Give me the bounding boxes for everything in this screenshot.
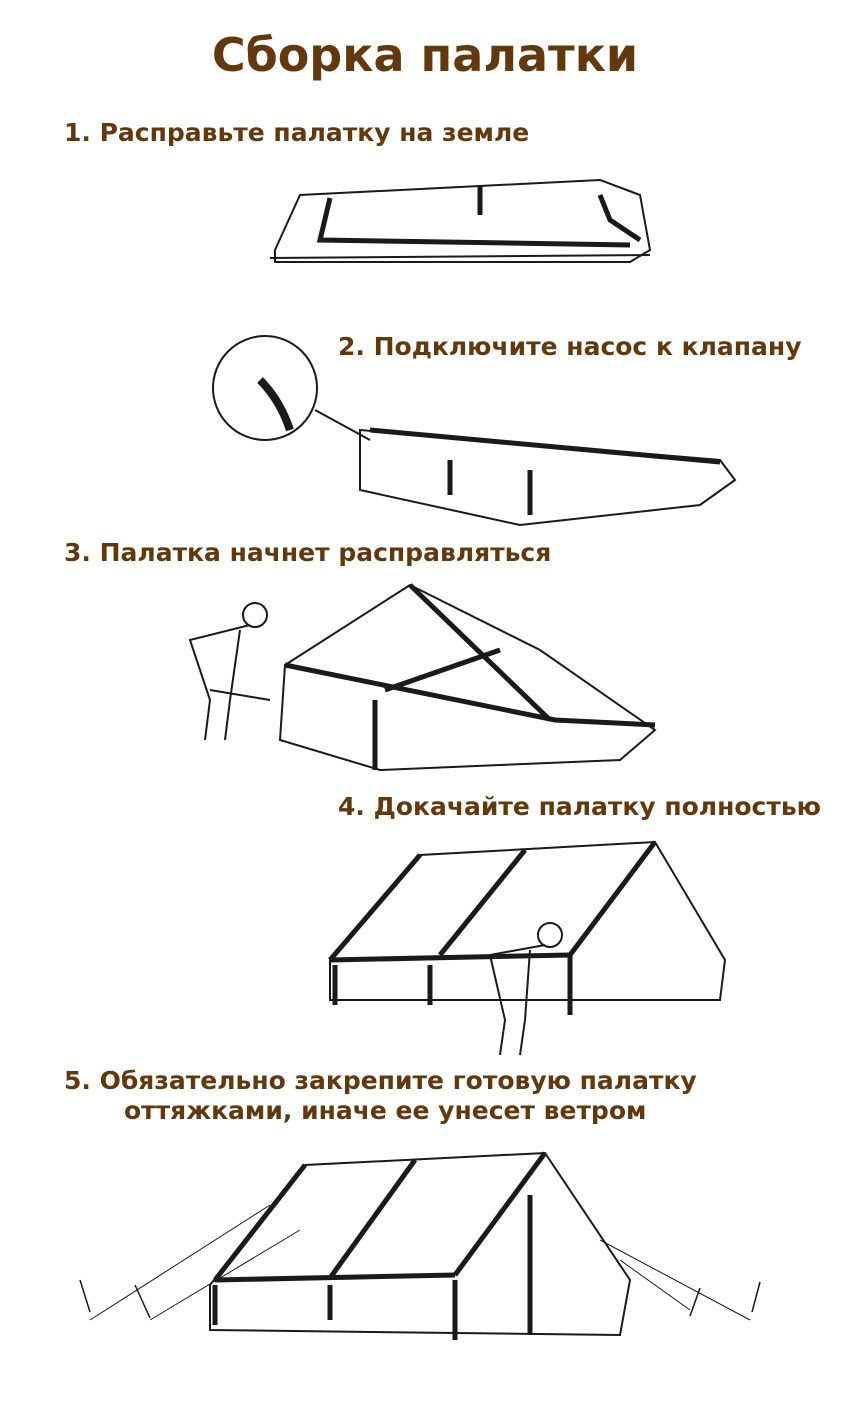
step-4-text: 4. Докачайте палатку полностью bbox=[338, 792, 821, 821]
step-1-text: 1. Расправьте палатку на земле bbox=[64, 118, 530, 147]
step-2-text: 2. Подключите насос к клапану bbox=[338, 332, 802, 361]
page-title: Сборка палатки bbox=[211, 28, 639, 82]
step-5-text: 5. Обязательно закрепите готовую палатку bbox=[64, 1066, 697, 1095]
pump-valve-illustration bbox=[212, 335, 737, 527]
flat-tent-illustration bbox=[269, 178, 652, 263]
inflating-tent-illustration bbox=[188, 583, 657, 772]
step-5-text-line2: оттяжками, иначе ее унесет ветром bbox=[124, 1096, 647, 1125]
staked-tent-illustration bbox=[79, 1151, 761, 1340]
step-3-text: 3. Палатка начнет расправляться bbox=[64, 538, 552, 567]
inflated-tent-illustration bbox=[328, 840, 727, 1056]
